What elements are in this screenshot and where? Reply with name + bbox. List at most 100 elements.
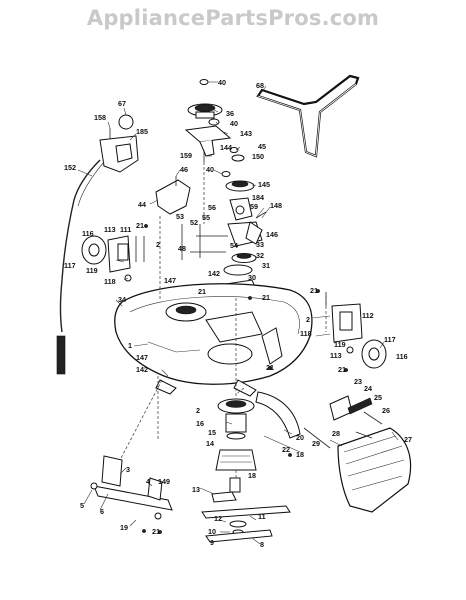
callout-40: 40 — [230, 119, 238, 128]
callout-6: 6 — [100, 507, 104, 516]
callout-15: 15 — [208, 428, 216, 437]
callout-28: 28 — [332, 429, 340, 438]
callout-30: 30 — [248, 273, 256, 282]
callout-185: 185 — [136, 127, 148, 136]
callout-152: 152 — [64, 163, 76, 172]
callout-2: 2 — [156, 240, 160, 249]
callout-40: 40 — [206, 165, 214, 174]
callout-119: 119 — [334, 340, 346, 349]
callout-9: 9 — [210, 538, 214, 547]
callout-147: 147 — [164, 276, 176, 285]
callout-2: 2 — [306, 315, 310, 324]
callout-18: 18 — [296, 450, 304, 459]
callout-31: 31 — [262, 261, 270, 270]
callout-3: 3 — [126, 465, 130, 474]
callout-10: 10 — [208, 527, 216, 536]
callout-21: 21 — [310, 286, 318, 295]
callout-118: 118 — [104, 277, 116, 286]
callout-117: 117 — [64, 261, 76, 270]
watermark-text: AppliancePartsPros.com — [86, 6, 380, 30]
callout-118: 118 — [300, 329, 312, 338]
callout-5: 5 — [80, 501, 84, 510]
callout-21: 21 — [338, 365, 346, 374]
callout-1: 1 — [128, 341, 132, 350]
callout-19: 19 — [120, 523, 128, 532]
hardware-markers — [142, 224, 348, 534]
callout-25: 25 — [374, 393, 382, 402]
callout-67: 67 — [118, 99, 126, 108]
callout-113: 113 — [330, 351, 342, 360]
linkage-rods — [181, 211, 267, 260]
callout-33: 33 — [256, 240, 264, 249]
callout-145: 145 — [258, 180, 270, 189]
callout-158: 158 — [94, 113, 106, 122]
left-gauge-wheel-assembly — [81, 235, 145, 282]
callout-27: 27 — [404, 435, 412, 444]
callout-52: 52 — [190, 218, 198, 227]
callout-55: 55 — [202, 213, 210, 222]
callout-8: 8 — [260, 540, 264, 549]
callout-labels: 40 68 67 36 158 40 185 143 45 144 159 15… — [64, 78, 412, 549]
callout-21: 21 — [136, 221, 144, 230]
callout-112: 112 — [362, 311, 374, 320]
callout-32: 32 — [256, 251, 264, 260]
callout-18: 18 — [248, 471, 256, 480]
callout-119: 119 — [86, 266, 98, 275]
callout-184: 184 — [252, 193, 264, 202]
mower-deck-part — [114, 283, 313, 397]
callout-13: 13 — [192, 485, 200, 494]
callout-21: 21 — [152, 527, 160, 536]
callout-16: 16 — [196, 419, 204, 428]
callout-34: 34 — [118, 295, 126, 304]
callout-56: 56 — [208, 203, 216, 212]
callout-147: 147 — [136, 353, 148, 362]
callout-117: 117 — [384, 335, 396, 344]
callout-53: 53 — [176, 212, 184, 221]
callout-59: 59 — [250, 202, 258, 211]
callout-143: 143 — [240, 129, 252, 138]
belt-guard-part — [155, 176, 191, 215]
callout-116: 116 — [82, 229, 94, 238]
front-hanger-bracket — [90, 455, 173, 520]
callout-20: 20 — [296, 433, 304, 442]
callout-2: 2 — [196, 406, 200, 415]
callout-45: 45 — [258, 142, 266, 151]
callout-148: 148 — [270, 201, 282, 210]
callout-159: 159 — [180, 151, 192, 160]
callout-24: 24 — [364, 384, 372, 393]
blade-assembly — [201, 477, 291, 543]
callout-29: 29 — [312, 439, 320, 448]
callout-54: 54 — [230, 241, 238, 250]
callout-111: 111 — [120, 225, 131, 234]
callout-11: 11 — [258, 512, 266, 521]
callout-144: 144 — [220, 143, 232, 152]
callout-44: 44 — [138, 200, 146, 209]
callout-142: 142 — [208, 269, 220, 278]
callout-146: 146 — [266, 230, 278, 239]
callout-113: 113 — [104, 225, 116, 234]
reference-lines — [119, 162, 327, 478]
callout-48: 48 — [178, 244, 186, 253]
callout-116: 116 — [396, 352, 408, 361]
spindle-assembly — [215, 391, 331, 471]
callout-26: 26 — [382, 406, 390, 415]
callout-14: 14 — [206, 439, 214, 448]
belt-part — [256, 74, 360, 158]
callout-68: 68 — [256, 81, 264, 90]
lift-bracket-part — [99, 114, 139, 173]
spring-bracket-part — [329, 395, 383, 425]
callout-46: 46 — [180, 165, 188, 174]
callout-21: 21 — [262, 293, 270, 302]
callout-22: 22 — [282, 445, 290, 454]
callout-23: 23 — [354, 377, 362, 386]
right-gauge-wheel-assembly — [325, 292, 387, 369]
callout-150: 150 — [252, 152, 264, 161]
callout-149: 149 — [158, 477, 170, 486]
callout-12: 12 — [214, 514, 222, 523]
leader-lines — [77, 81, 399, 545]
discharge-chute-part — [337, 427, 412, 513]
callout-36: 36 — [226, 109, 234, 118]
callout-142: 142 — [136, 365, 148, 374]
callout-40: 40 — [218, 78, 226, 87]
